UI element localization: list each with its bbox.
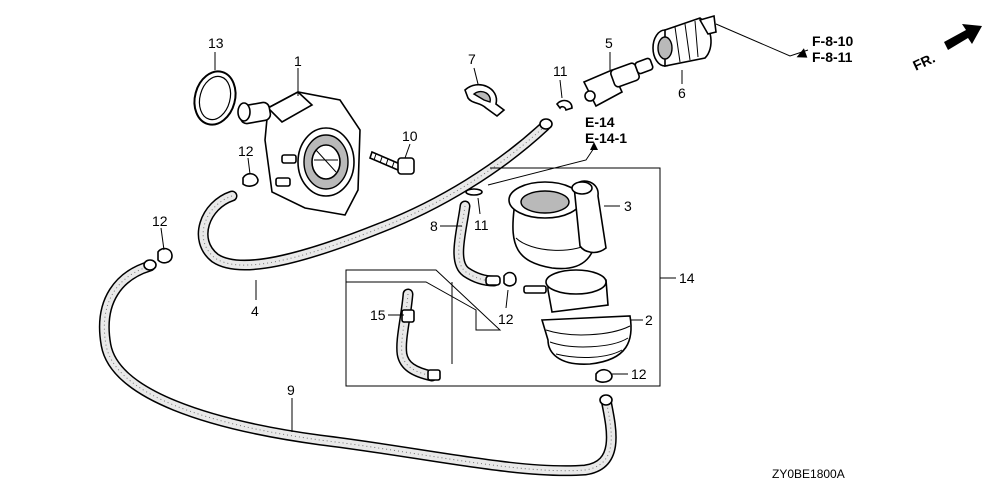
clip-12-hose xyxy=(157,247,173,264)
fuel-filter-2 xyxy=(523,269,632,365)
callout-7: 7 xyxy=(468,51,476,67)
callout-10: 10 xyxy=(402,128,418,144)
hose-9 xyxy=(98,259,617,477)
clip-12-pump xyxy=(242,172,259,187)
ref-f-8-11: F-8-11 xyxy=(812,49,853,65)
callout-9: 9 xyxy=(287,382,295,398)
hose-8 xyxy=(453,200,501,287)
callout-4: 4 xyxy=(251,303,259,319)
ring-11-lower xyxy=(465,188,483,196)
callout-15: 15 xyxy=(370,307,386,323)
callout-11-lower: 11 xyxy=(474,217,489,233)
callout-1: 1 xyxy=(294,53,302,69)
callout-6: 6 xyxy=(678,85,686,101)
clip-11-upper xyxy=(555,99,573,112)
assembly-14-box xyxy=(345,167,661,387)
coupler-6 xyxy=(652,14,717,67)
callout-14: 14 xyxy=(679,270,695,286)
callout-13: 13 xyxy=(208,35,224,51)
bolt-10 xyxy=(369,150,415,175)
elbow-hose-15 xyxy=(396,288,441,382)
diagram-code: ZY0BE1800A xyxy=(772,467,845,481)
fuel-pump-1 xyxy=(237,91,361,216)
filter-cover-3 xyxy=(508,180,607,270)
callout-12-lower: 12 xyxy=(631,366,647,382)
callout-2: 2 xyxy=(645,312,653,328)
connector-5 xyxy=(582,57,654,108)
callout-12-hose: 12 xyxy=(152,213,168,229)
ref-e-14-1: E-14-1 xyxy=(585,130,627,146)
ref-f-8-10: F-8-10 xyxy=(812,33,853,49)
front-label: FR. xyxy=(910,50,937,74)
clip-12-filter-upper xyxy=(503,271,517,287)
o-ring-13 xyxy=(193,70,237,126)
front-arrow-icon xyxy=(944,24,982,50)
callout-11-upper: 11 xyxy=(553,63,568,79)
callout-3: 3 xyxy=(624,198,632,214)
callout-12-pump: 12 xyxy=(238,143,254,159)
arrow-f-ref xyxy=(796,48,808,58)
callout-5: 5 xyxy=(605,35,613,51)
callout-8: 8 xyxy=(430,218,438,234)
hose-4 xyxy=(197,118,553,271)
clip-12-filter-lower xyxy=(595,368,613,383)
clip-7 xyxy=(464,84,506,118)
callout-12-filter: 12 xyxy=(498,311,514,327)
ref-e-14: E-14 xyxy=(585,114,615,130)
arrow-e-ref xyxy=(590,142,598,150)
